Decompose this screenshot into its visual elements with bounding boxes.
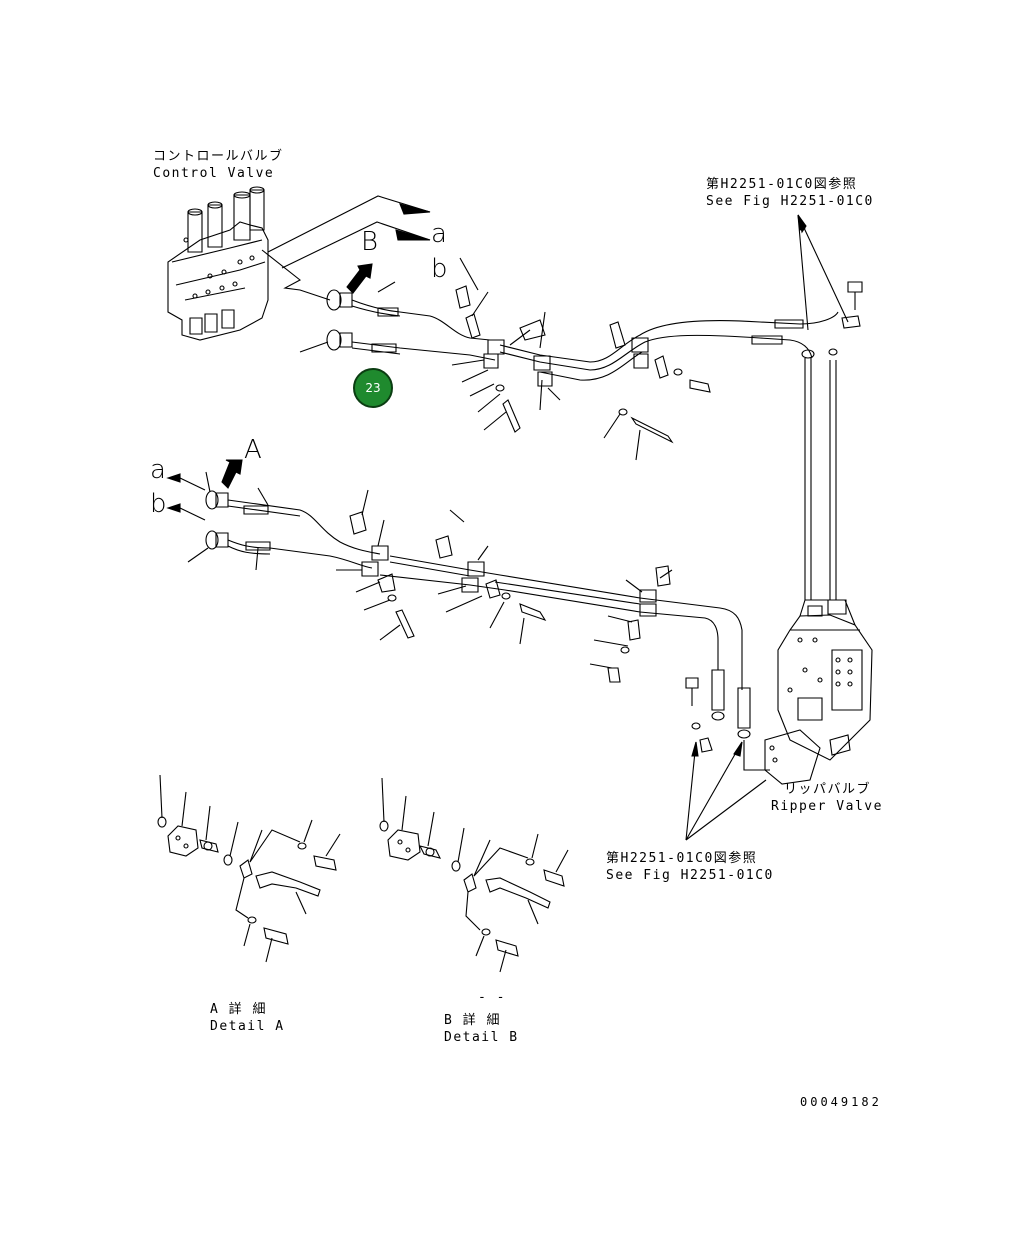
view-b-arrow-icon	[347, 264, 372, 293]
drawing-number: 00049182	[800, 1095, 882, 1109]
control-valve-drawing	[168, 187, 268, 340]
control-valve-label-en: Control Valve	[153, 166, 275, 181]
view-a-marker: A	[244, 435, 262, 465]
port-a-marker-top: a	[431, 219, 447, 249]
see-fig-top-label-en: See Fig H2251-01C0	[706, 194, 874, 209]
top-port-leaders	[262, 196, 430, 300]
see-fig-bottom-label-jp: 第H2251-01C0図参照	[606, 851, 758, 866]
view-a-arrow-icon	[222, 460, 242, 488]
ripper-valve-label-en: Ripper Valve	[771, 799, 883, 814]
see-fig-bottom-label-en: See Fig H2251-01C0	[606, 868, 774, 883]
see-fig-top-label-jp: 第H2251-01C0図参照	[706, 177, 858, 192]
port-b-marker-left: b	[150, 489, 167, 519]
ripper-valve-label-jp: リッパバルブ	[784, 782, 872, 797]
view-b-marker: B	[361, 227, 379, 257]
detail-b-label-en: Detail B	[444, 1030, 519, 1045]
detail-a-label-jp: A 詳 細	[210, 1002, 267, 1017]
detail-b-label-jp: B 詳 細	[444, 1013, 501, 1028]
detail-b-drawing	[380, 778, 568, 972]
detail-a-drawing	[158, 775, 340, 962]
top-hoses	[300, 215, 862, 600]
detail-a-label-en: Detail A	[210, 1019, 285, 1034]
middle-hoses	[168, 472, 770, 840]
port-a-marker-left: a	[150, 455, 166, 485]
port-b-marker-top: b	[431, 254, 448, 284]
dash-mark: - -	[478, 990, 506, 1005]
control-valve-label-jp: コントロールバルブ	[153, 149, 284, 164]
item-callout-23[interactable]: 23	[353, 368, 393, 408]
ripper-valve-drawing	[765, 600, 872, 784]
